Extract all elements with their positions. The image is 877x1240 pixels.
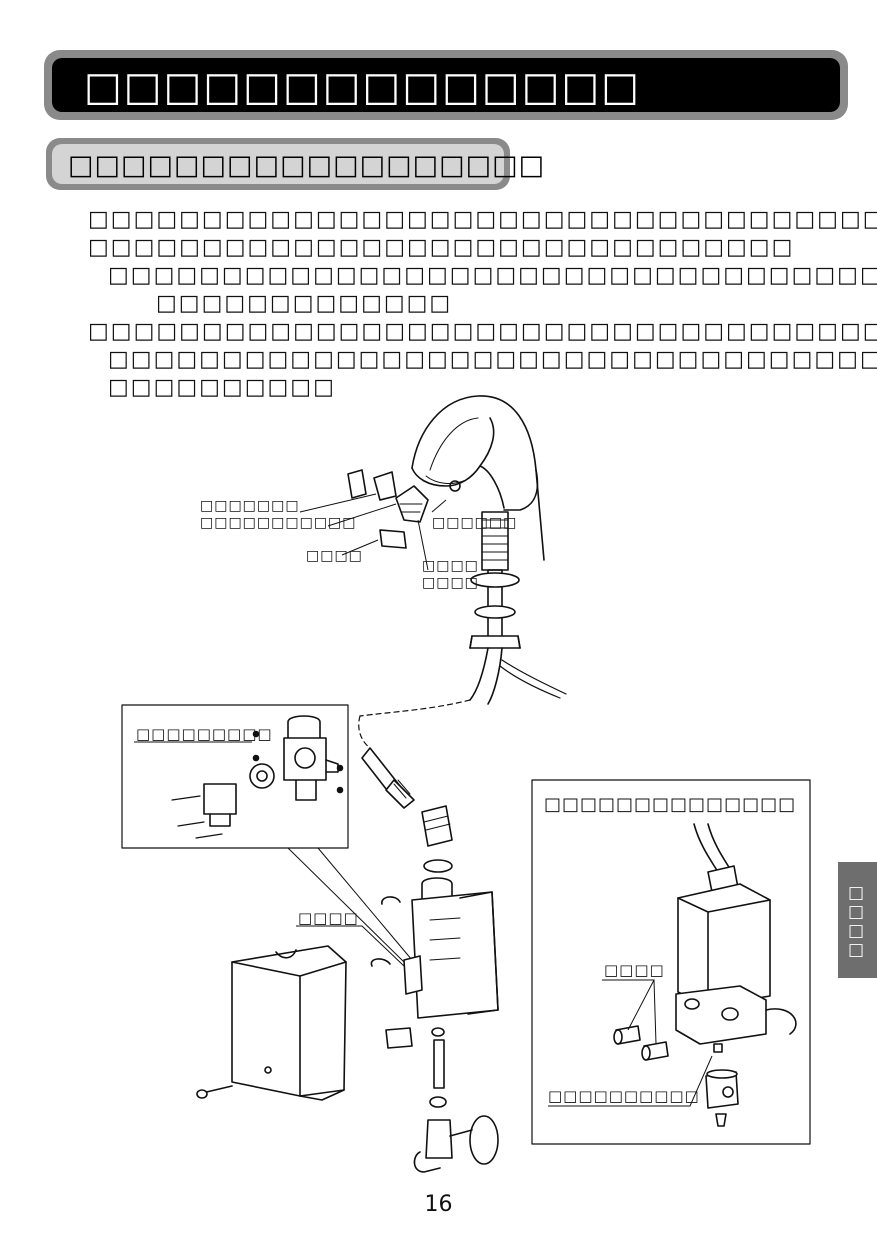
page-title: □□□□□□□□□□□□□□ — [84, 64, 642, 110]
valve-unit-rear-view — [613, 823, 797, 1127]
header-inner: □□□□□□□□□□□□□□ — [52, 58, 840, 112]
supply-hose — [358, 647, 567, 809]
side-tab: □□□□ — [838, 862, 877, 978]
inset-box-right — [531, 779, 811, 1145]
callout-valve: □□□□ — [298, 909, 359, 927]
callout-cover: □□□□ — [306, 548, 363, 564]
nipple-fitting — [421, 805, 453, 873]
body-line-7: □□□□□□□□□□ — [108, 375, 336, 400]
callout-sensor-cable-1: □□□□□□□ — [200, 498, 300, 514]
callout-leaders — [134, 493, 713, 1107]
callout-plugs: □□□□ — [604, 961, 665, 979]
section-title: □□□□□□□□□□□□□□□□□□ — [68, 150, 546, 181]
callout-ring-2: □□□□ — [422, 575, 479, 591]
sensor-parts — [347, 469, 461, 549]
callout-drain: □□□□□□□□□□ — [548, 1087, 700, 1105]
body-line-3: □□□□□□□□□□□□□□□□□□□□□□□□□□□□□□□□□□ — [108, 263, 877, 288]
body-line-2: □□□□□□□□□□□□□□□□□□□□□□□□□□□□□□□ — [88, 235, 795, 260]
valve-parts-inset — [171, 715, 344, 839]
body-line-1: □□□□□□□□□□□□□□□□□□□□□□□□□□□□□□□□□□□ — [88, 207, 877, 232]
side-tab-label: □□□□ — [848, 883, 865, 960]
page-number: 16 — [424, 1192, 453, 1217]
callout-inset-left: □□□□□□□□□ — [136, 725, 273, 743]
callout-sensor-cable-2: □□□□□□□□□□□ — [200, 515, 357, 531]
lower-fittings — [385, 1027, 499, 1173]
section-inner: □□□□□□□□□□□□□□□□□□ — [52, 144, 544, 184]
faucet-spout — [411, 395, 545, 561]
inset-box-left — [121, 704, 349, 849]
section-bar: □□□□□□□□□□□□□□□□□□ — [46, 138, 544, 190]
callout-ring-1: □□□□ — [422, 558, 479, 574]
cover-box — [196, 945, 347, 1101]
callout-inset-right-title: □□□□□□□□□□□□□□ — [544, 794, 797, 815]
body-line-4: □□□□□□□□□□□□□ — [156, 291, 453, 316]
callout-screw: □□□□□□ — [432, 515, 518, 531]
header-bar: □□□□□□□□□□□□□□ — [44, 50, 848, 120]
solenoid-valve-unit — [370, 877, 499, 1019]
body-line-5: □□□□□□□□□□□□□□□□□□□□□□□□□□□□□□□□□□□ — [88, 319, 877, 344]
body-line-6: □□□□□□□□□□□□□□□□□□□□□□□□□□□□□□□□□□ — [108, 347, 877, 372]
threaded-shaft — [469, 511, 521, 649]
